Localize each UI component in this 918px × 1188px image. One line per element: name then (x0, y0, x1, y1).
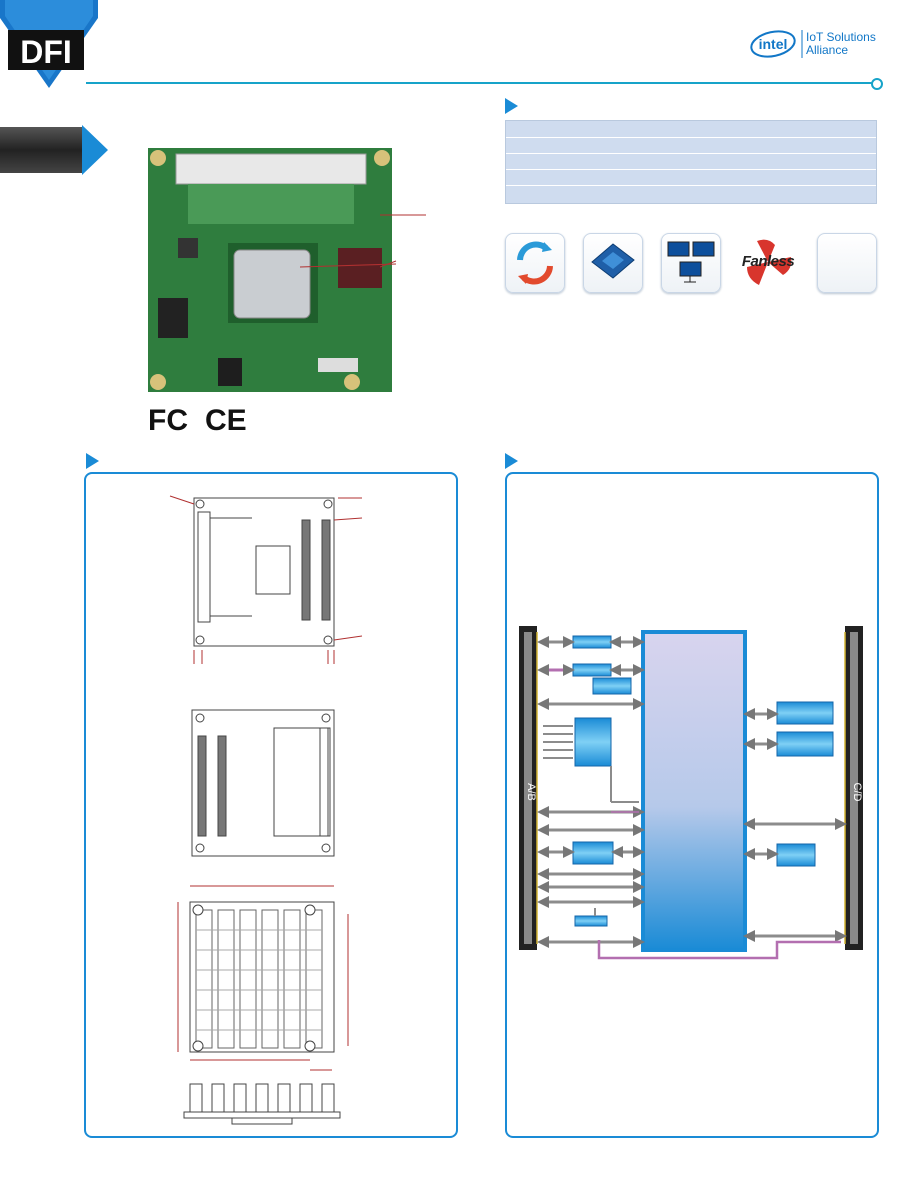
connector-ab-label: A/B (525, 783, 537, 801)
board-photo (148, 148, 392, 392)
feature-rotation-icon (505, 233, 565, 293)
spec-row (506, 121, 876, 138)
spec-row (506, 137, 876, 154)
section-arrow-dimensions (86, 453, 99, 469)
dfi-logo: DFI (0, 0, 98, 88)
side-category-tab (0, 125, 108, 175)
heatsink-side-view-drawing (183, 1069, 341, 1125)
intel-iot-logo: intel IoT Solutions Alliance (748, 24, 880, 64)
intel-wordmark: intel (759, 36, 788, 52)
callout-line-cpu (300, 263, 397, 268)
fanless-label: Fanless (741, 253, 795, 270)
ce-logo: CE (205, 404, 247, 437)
feature-blank-icon (817, 233, 877, 293)
header-rule (86, 82, 876, 84)
spec-table (505, 120, 877, 204)
feature-fanless-icon: Fanless (739, 233, 797, 291)
spec-row (506, 153, 876, 170)
section-arrow-block-diagram (505, 453, 518, 469)
connector-cd-label: C/D (851, 783, 863, 802)
dfi-logo-text: DFI (20, 34, 72, 70)
board-top-view-drawing (169, 495, 363, 664)
block-diagram: A/B C/D (519, 626, 863, 960)
heatsink-top-view-drawing (177, 885, 349, 1061)
spec-row (506, 169, 876, 186)
partner-program-line1: IoT Solutions (806, 30, 876, 44)
partner-program-line2: Alliance (806, 43, 849, 57)
board-bottom-view-drawing (191, 709, 335, 857)
fcc-logo: FC (148, 404, 188, 437)
header-rule-dot (871, 78, 883, 90)
feature-multi-display-icon (661, 233, 721, 293)
feature-processor-icon (583, 233, 643, 293)
spec-row (506, 185, 876, 201)
section-arrow-specs (505, 98, 518, 114)
